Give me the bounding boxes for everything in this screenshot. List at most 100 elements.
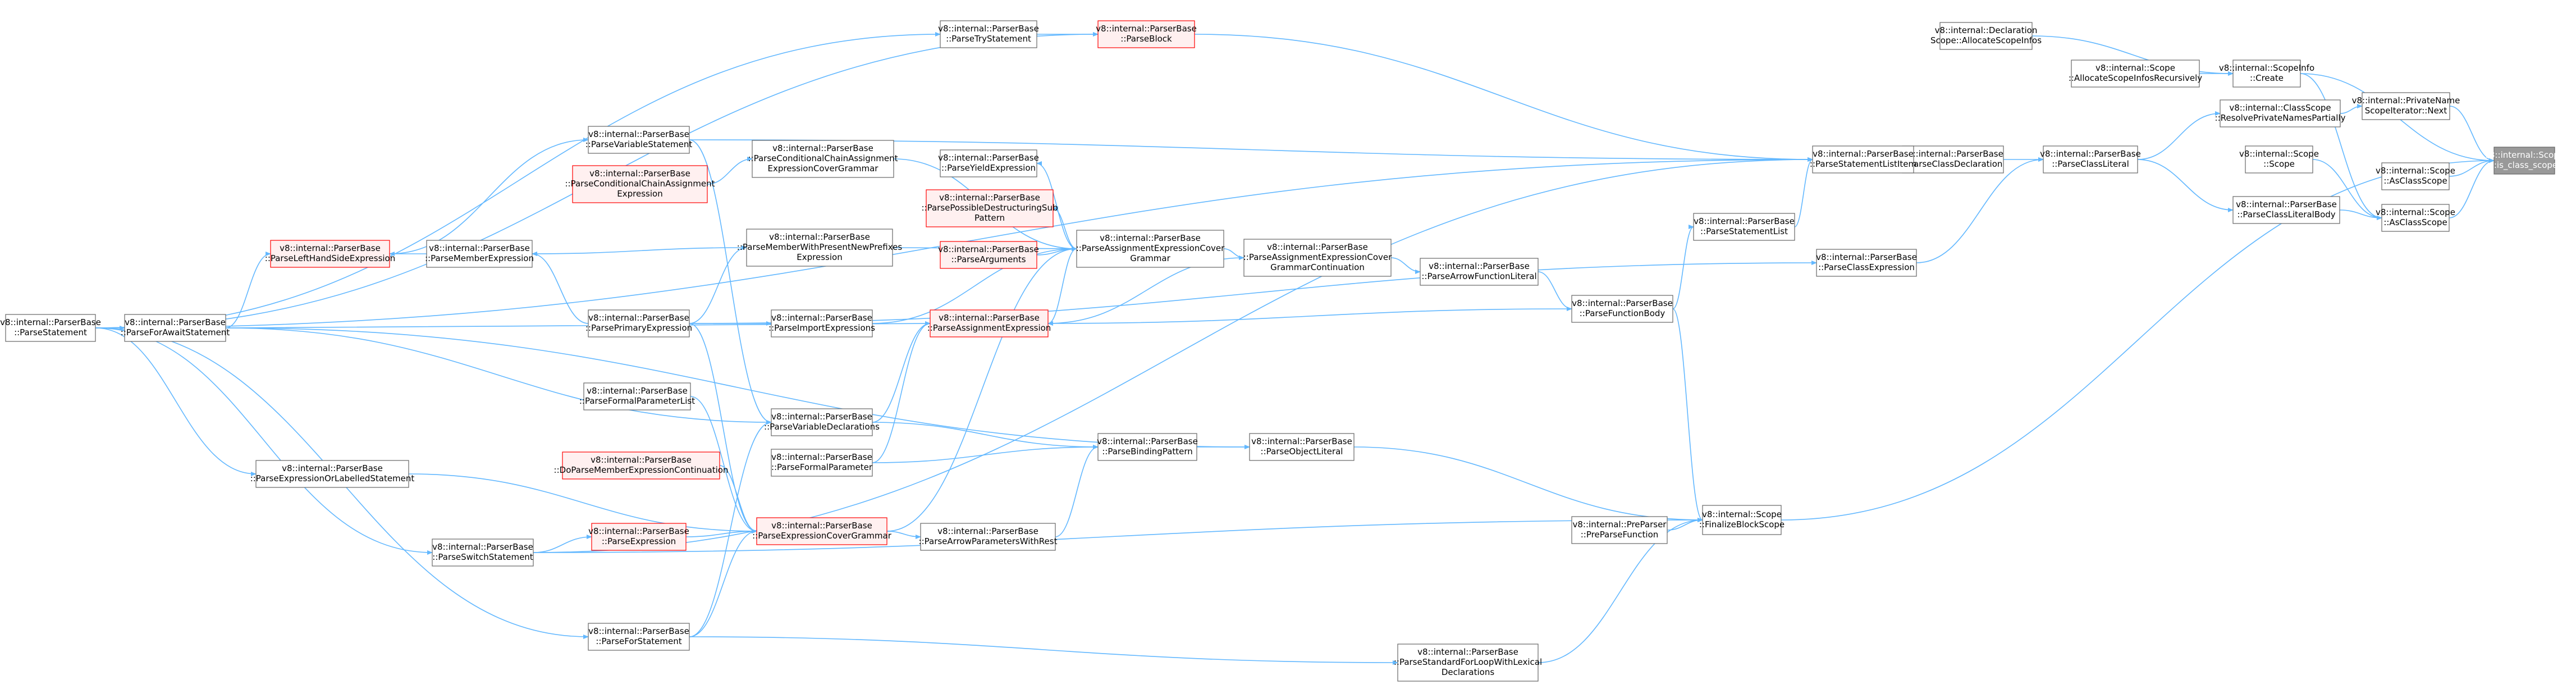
- node-box[interactable]: [426, 240, 533, 268]
- node-box[interactable]: [588, 623, 690, 651]
- node-varstmt[interactable]: v8::internal::ParserBase::ParseVariableS…: [585, 126, 693, 154]
- node-condchaincover[interactable]: v8::internal::ParserBase::ParseCondition…: [748, 140, 898, 178]
- node-box[interactable]: [940, 20, 1037, 48]
- node-standardfor[interactable]: v8::internal::ParserBase::ParseStandardF…: [1394, 644, 1542, 682]
- node-statement[interactable]: v8::internal::ParserBase::ParseStatement: [0, 314, 101, 342]
- node-box[interactable]: [1076, 230, 1224, 268]
- node-prefunction[interactable]: v8::internal::PreParser::PreParseFunctio…: [1571, 516, 1668, 544]
- node-formalparam[interactable]: v8::internal::ParserBase::ParseFormalPar…: [771, 449, 873, 477]
- node-box[interactable]: [2232, 196, 2340, 224]
- node-finalize[interactable]: v8::internal::Scope::FinalizeBlockScope: [1699, 505, 1785, 535]
- node-classlitbody[interactable]: v8::internal::ParserBase::ParseClassLite…: [2232, 196, 2340, 224]
- node-box[interactable]: [1812, 145, 1914, 174]
- node-box[interactable]: [1397, 644, 1539, 682]
- node-asclass1[interactable]: v8::internal::Scope::AsClassScope: [2376, 162, 2455, 190]
- node-exprcover[interactable]: v8::internal::ParserBase::ParseExpressio…: [752, 517, 892, 545]
- node-box[interactable]: [771, 309, 873, 337]
- node-box[interactable]: [1097, 20, 1195, 48]
- node-classdecl[interactable]: v8::internal::ParserBase::ParseClassDecl…: [1902, 145, 2004, 174]
- node-box[interactable]: [2043, 145, 2138, 174]
- node-box[interactable]: [255, 460, 409, 488]
- node-memberexpr[interactable]: v8::internal::ParserBase::ParseMemberExp…: [425, 240, 534, 268]
- node-box[interactable]: [2232, 60, 2301, 88]
- node-box[interactable]: [2245, 145, 2313, 174]
- node-box[interactable]: [2381, 162, 2450, 190]
- node-box[interactable]: [752, 140, 894, 178]
- node-box[interactable]: [1702, 505, 1782, 535]
- node-box[interactable]: [940, 241, 1037, 269]
- node-box[interactable]: [591, 523, 687, 551]
- node-box[interactable]: [2493, 147, 2555, 175]
- node-box[interactable]: [588, 126, 690, 154]
- node-stmtlistitem[interactable]: v8::internal::ParserBase::ParseStatement…: [1810, 145, 1916, 174]
- node-box[interactable]: [562, 451, 720, 480]
- node-box[interactable]: [572, 165, 708, 203]
- node-is_class_scope[interactable]: v8::internal::Scope::is_class_scope: [2485, 147, 2564, 175]
- node-block[interactable]: v8::internal::ParserBase::ParseBlock: [1096, 20, 1197, 48]
- node-trystmt[interactable]: v8::internal::ParserBase::ParseTryStatem…: [938, 20, 1039, 48]
- node-box[interactable]: [1816, 249, 1917, 277]
- node-domemberexprcont[interactable]: v8::internal::ParserBase::DoParseMemberE…: [554, 451, 729, 480]
- node-box[interactable]: [1693, 213, 1795, 241]
- node-box[interactable]: [771, 449, 873, 477]
- node-stmtlist[interactable]: v8::internal::ParserBase::ParseStatement…: [1693, 213, 1795, 241]
- node-condchain[interactable]: v8::internal::ParserBase::ParseCondition…: [565, 165, 715, 203]
- node-box[interactable]: [270, 240, 390, 268]
- node-forstmt[interactable]: v8::internal::ParserBase::ParseForStatem…: [588, 623, 690, 651]
- node-asclass2[interactable]: v8::internal::Scope::AsClassScope: [2376, 204, 2455, 232]
- node-box[interactable]: [2381, 204, 2450, 232]
- node-box[interactable]: [1571, 516, 1668, 544]
- node-box[interactable]: [1571, 295, 1673, 323]
- node-importexprs[interactable]: v8::internal::ParserBase::ParseImportExp…: [768, 309, 875, 337]
- node-memberwithnew[interactable]: v8::internal::ParserBase::ParseMemberWit…: [737, 229, 903, 267]
- node-scopector[interactable]: v8::internal::Scope::Scope: [2239, 145, 2319, 174]
- node-switchstmt[interactable]: v8::internal::ParserBase::ParseSwitchSta…: [432, 539, 534, 567]
- node-box[interactable]: [746, 229, 893, 267]
- node-classexpr[interactable]: v8::internal::ParserBase::ParseClassExpr…: [1816, 249, 1917, 277]
- node-box[interactable]: [1902, 145, 2004, 174]
- node-box[interactable]: [1243, 239, 1392, 277]
- node-box[interactable]: [940, 149, 1037, 177]
- node-box[interactable]: [930, 309, 1049, 337]
- node-yieldexpr[interactable]: v8::internal::ParserBase::ParseYieldExpr…: [938, 149, 1039, 177]
- node-box[interactable]: [1249, 433, 1355, 461]
- node-allocrec[interactable]: v8::internal::Scope::AllocateScopeInfosR…: [2069, 60, 2202, 88]
- node-box[interactable]: [432, 539, 534, 567]
- node-funcbody[interactable]: v8::internal::ParserBase::ParseFunctionB…: [1571, 295, 1673, 323]
- node-box[interactable]: [1097, 433, 1197, 461]
- node-box[interactable]: [5, 314, 96, 342]
- node-lhsexpr[interactable]: v8::internal::ParserBase::ParseLeftHandS…: [265, 240, 395, 268]
- node-forawait[interactable]: v8::internal::ParserBase::ParseForAwaitS…: [121, 314, 230, 342]
- node-box[interactable]: [2220, 99, 2341, 127]
- node-arrowfunclit[interactable]: v8::internal::ParserBase::ParseArrowFunc…: [1420, 258, 1539, 286]
- node-create[interactable]: v8::internal::ScopeInfo::Create: [2219, 60, 2314, 88]
- node-box[interactable]: [926, 189, 1054, 227]
- node-box[interactable]: [1420, 258, 1539, 286]
- node-box[interactable]: [920, 523, 1056, 551]
- node-objectliteral[interactable]: v8::internal::ParserBase::ParseObjectLit…: [1249, 433, 1355, 461]
- node-arguments[interactable]: v8::internal::ParserBase::ParseArguments: [938, 241, 1039, 269]
- node-assignexpr[interactable]: v8::internal::ParserBase::ParseAssignmen…: [927, 309, 1051, 337]
- node-assigncontinuation[interactable]: v8::internal::ParserBase::ParseAssignmen…: [1243, 239, 1392, 277]
- node-exprorlabeled[interactable]: v8::internal::ParserBase::ParseExpressio…: [250, 460, 415, 488]
- node-classliteral[interactable]: v8::internal::ParserBase::ParseClassLite…: [2040, 145, 2141, 174]
- node-primaryexpr[interactable]: v8::internal::ParserBase::ParsePrimaryEx…: [585, 309, 692, 337]
- node-resolvepriv[interactable]: v8::internal::ClassScope::ResolvePrivate…: [2215, 99, 2346, 127]
- node-possibledestr[interactable]: v8::internal::ParserBase::ParsePossibleD…: [922, 189, 1058, 227]
- node-bindingpattern[interactable]: v8::internal::ParserBase::ParseBindingPa…: [1097, 433, 1198, 461]
- node-assigncover[interactable]: v8::internal::ParserBase::ParseAssignmen…: [1076, 230, 1225, 268]
- node-box[interactable]: [583, 382, 691, 410]
- node-formalparamlist[interactable]: v8::internal::ParserBase::ParseFormalPar…: [579, 382, 695, 410]
- node-box[interactable]: [756, 517, 887, 545]
- node-box[interactable]: [2071, 60, 2200, 88]
- node-parseexpression[interactable]: v8::internal::ParserBase::ParseExpressio…: [588, 523, 689, 551]
- node-next[interactable]: v8::internal::PrivateNameScopeIterator::…: [2352, 92, 2460, 120]
- node-box[interactable]: [771, 408, 873, 436]
- node-box[interactable]: [2362, 92, 2450, 120]
- node-arrowparams[interactable]: v8::internal::ParserBase::ParseArrowPara…: [919, 523, 1058, 551]
- node-box[interactable]: [588, 309, 690, 337]
- node-box[interactable]: [1939, 22, 2033, 50]
- node-declscope[interactable]: v8::internal::DeclarationScope::Allocate…: [1930, 22, 2042, 50]
- node-box[interactable]: [124, 314, 226, 342]
- node-vardecls[interactable]: v8::internal::ParserBase::ParseVariableD…: [764, 408, 880, 436]
